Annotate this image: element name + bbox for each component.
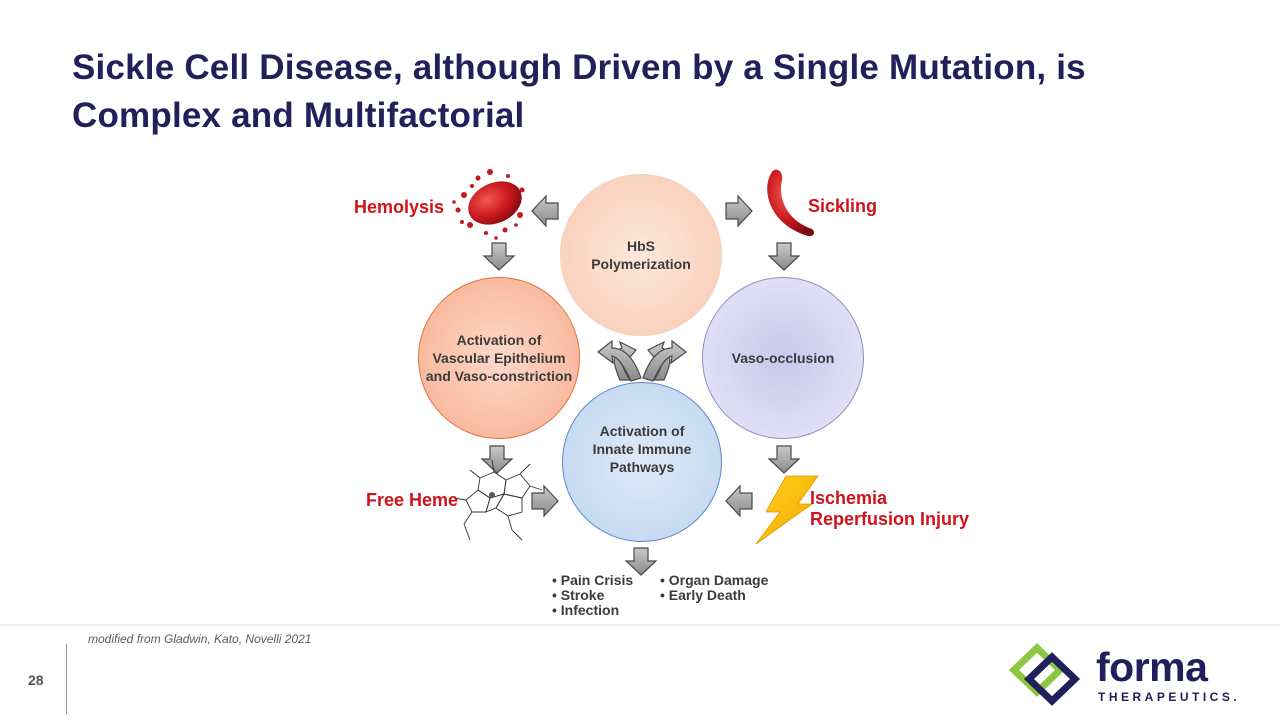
lightning-bolt-icon [755, 475, 819, 545]
list-item: Organ Damage [660, 573, 769, 588]
logo-wordmark: forma [1096, 644, 1208, 690]
sickle-cell-icon [767, 169, 815, 237]
arrow-down-innate [624, 547, 658, 576]
node-vaso-occlusion: Vaso-occlusion [702, 277, 864, 439]
node-vaso-line-1: Vaso-occlusion [731, 350, 835, 366]
node-hbs-polymerization: HbS Polymerization [560, 174, 722, 336]
arrow-right-sickling [725, 194, 753, 228]
node-hbs-line-1: HbS [627, 238, 655, 254]
curved-arrow-right-2 [642, 339, 687, 382]
label-free-heme: Free Heme [366, 490, 459, 510]
node-vascular-line-2: Vascular Epithelium [432, 350, 566, 366]
node-innate-line-2: Innate Immune [592, 441, 692, 457]
page-number-divider [66, 644, 67, 714]
page-number: 28 [28, 672, 44, 688]
slide-title: Sickle Cell Disease, although Driven by … [72, 44, 1222, 140]
label-sickling: Sickling [808, 196, 878, 216]
curved-arrow-left-2 [597, 339, 642, 382]
footer-divider [0, 624, 1280, 626]
title-line-1: Sickle Cell Disease, although Driven by … [72, 48, 1086, 87]
list-item: Pain Crisis [552, 573, 633, 588]
hemolysis-icon [452, 169, 525, 240]
label-ischemia-line-2: Reperfusion Injury [810, 509, 970, 529]
arrow-down-vaso [767, 445, 801, 474]
heme-molecule-icon [453, 459, 543, 541]
forma-logo-icon [1008, 643, 1081, 706]
node-vascular-line-1: Activation of [456, 332, 542, 348]
title-line-2: Complex and Multifactorial [72, 96, 525, 135]
label-ischemia-line-1: Ischemia [810, 488, 888, 508]
node-innate-line-3: Pathways [609, 459, 675, 475]
node-hbs-line-2: Polymerization [591, 256, 691, 272]
node-vascular-line-3: and Vaso-constriction [425, 368, 573, 384]
node-innate-line-1: Activation of [599, 423, 685, 439]
arrow-down-hemolysis [482, 242, 516, 271]
label-hemolysis: Hemolysis [354, 197, 445, 217]
outcomes-left-list: Pain Crisis Stroke Infection [552, 573, 633, 618]
list-item: Stroke [552, 588, 633, 603]
arrow-down-sickling [767, 242, 801, 271]
arrow-down-vascular [480, 445, 514, 474]
node-vascular-activation: Activation of Vascular Epithelium and Va… [418, 277, 580, 439]
arrow-left-hemolysis [531, 194, 559, 228]
node-innate-immune: Activation of Innate Immune Pathways [562, 382, 722, 542]
logo-subtitle: THERAPEUTICS. [1098, 690, 1241, 704]
arrow-right-free-heme [531, 484, 559, 518]
list-item: Infection [552, 603, 633, 618]
list-item: Early Death [660, 588, 768, 603]
arrow-left-ischemia [725, 484, 753, 518]
label-ischemia: Ischemia Reperfusion Injury [810, 488, 969, 530]
source-note: modified from Gladwin, Kato, Novelli 202… [88, 632, 312, 646]
outcomes-right-list: Organ Damage Early Death [660, 573, 769, 603]
